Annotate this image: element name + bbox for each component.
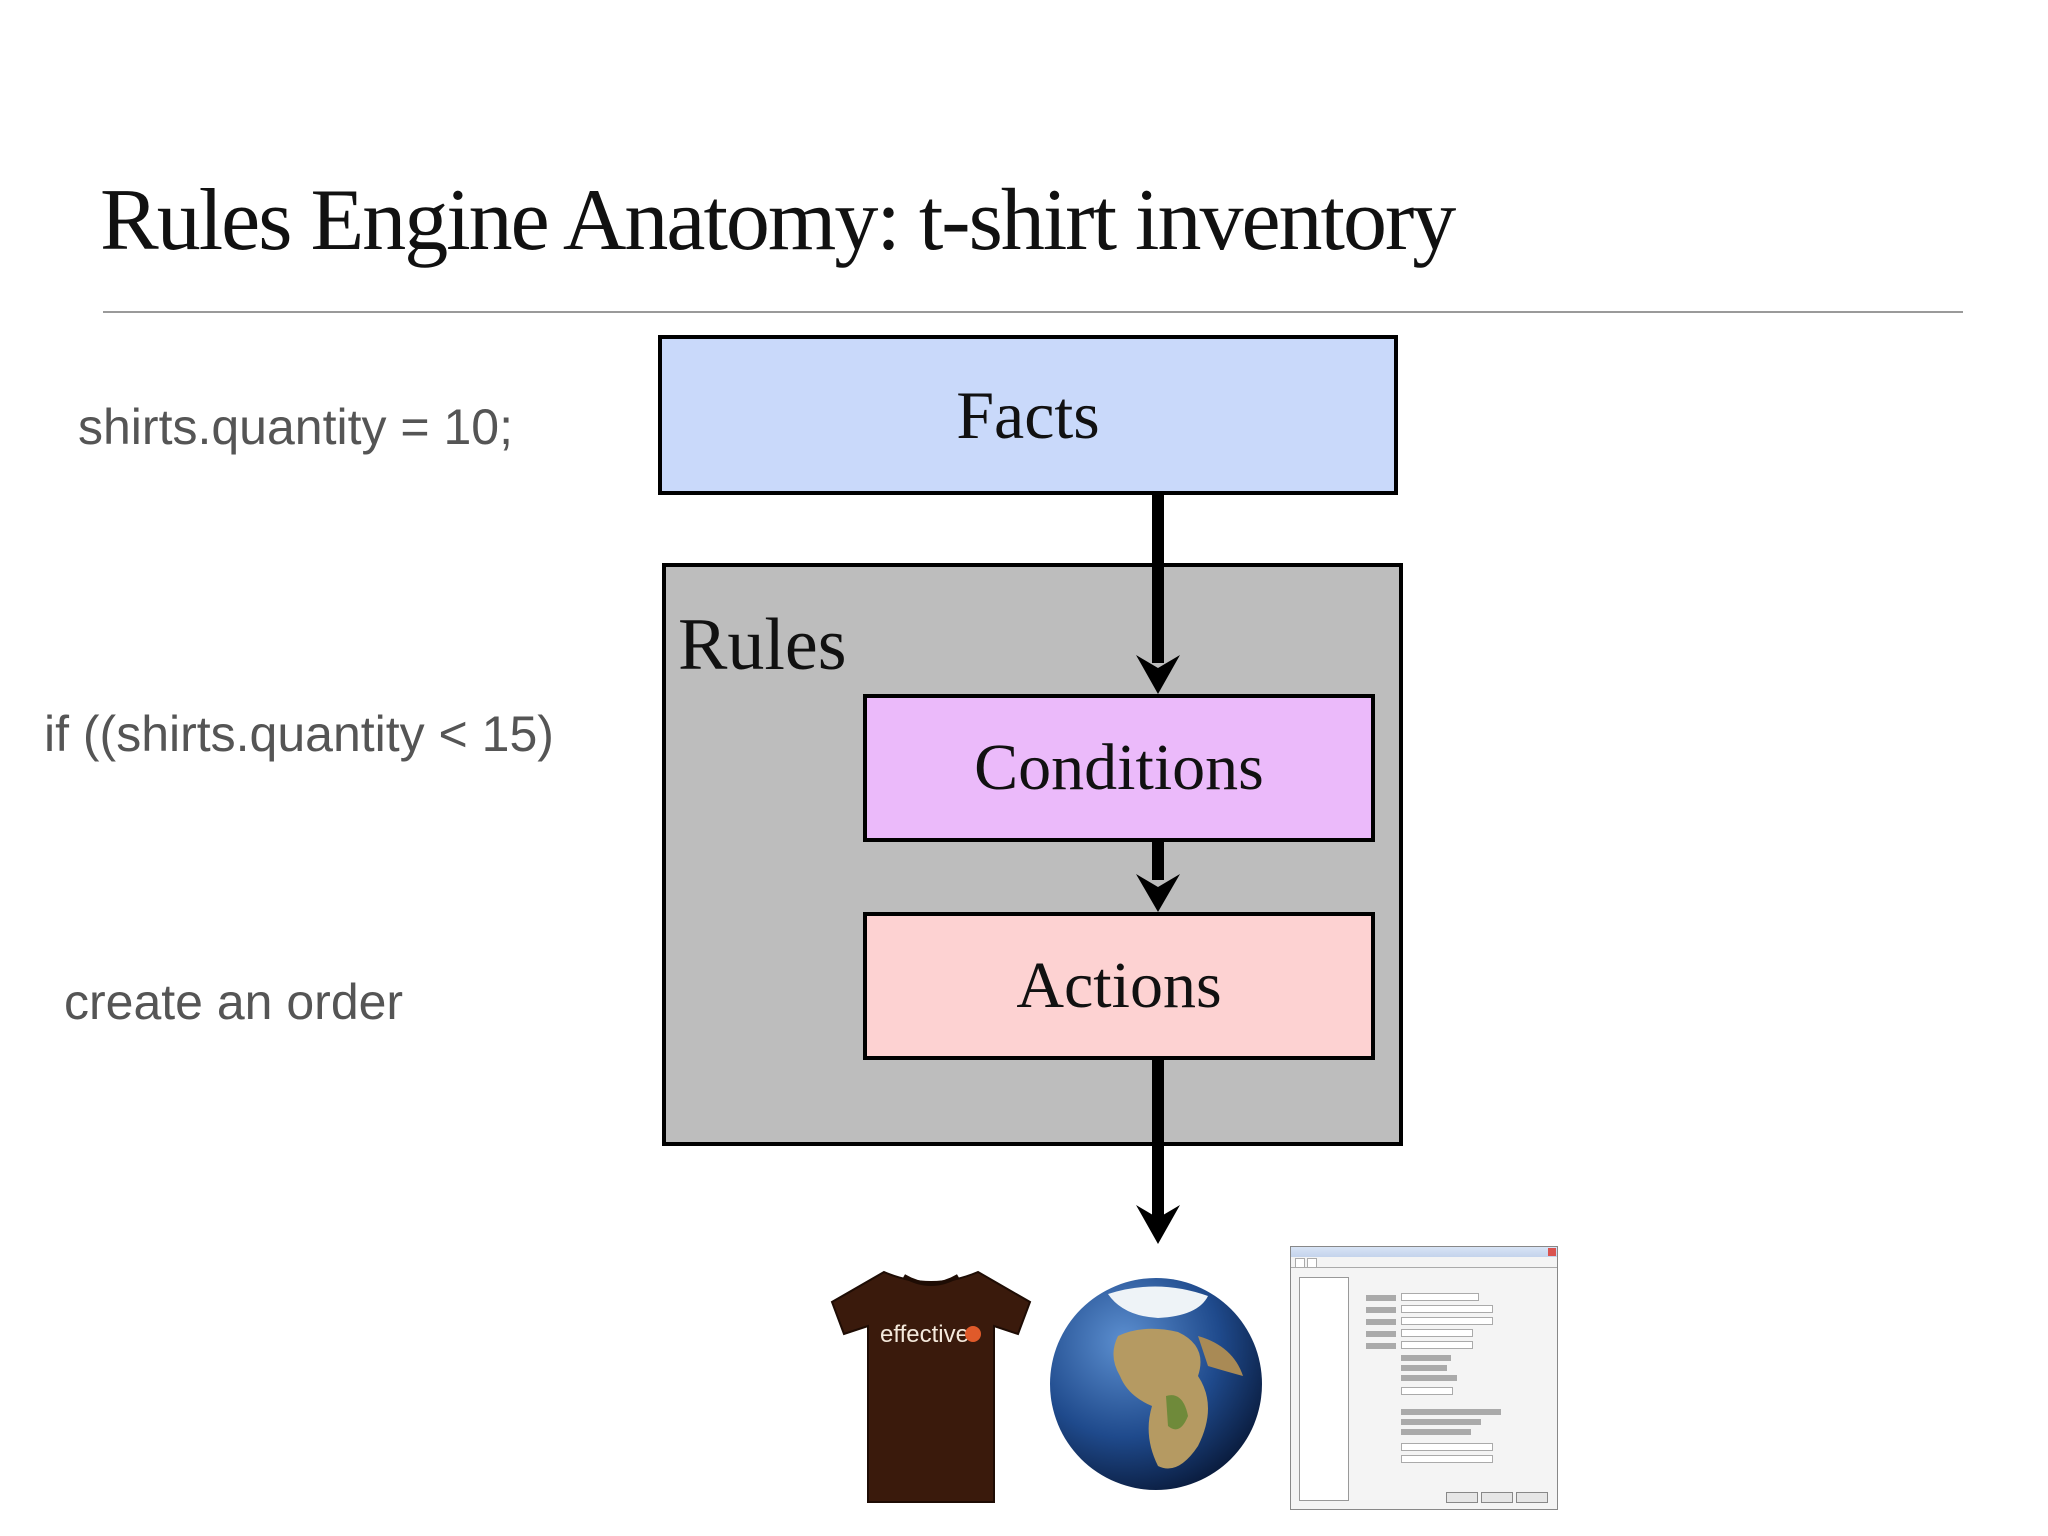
conditions-label: Conditions — [974, 731, 1264, 804]
dialog-field-label — [1366, 1307, 1396, 1313]
dialog-field-label — [1366, 1295, 1396, 1301]
actions-label: Actions — [1016, 949, 1222, 1022]
dialog-help-button — [1516, 1492, 1548, 1503]
slide-title: Rules Engine Anatomy: t-shirt inventory — [100, 172, 1456, 269]
dialog-field — [1401, 1455, 1493, 1463]
dialog-checkbox-label — [1401, 1419, 1481, 1425]
actions-box: Actions — [863, 912, 1375, 1060]
dialog-checkbox-label — [1401, 1365, 1447, 1371]
dialog-field-label — [1366, 1331, 1396, 1337]
dialog-tabs — [1291, 1257, 1557, 1268]
facts-box: Facts — [658, 335, 1398, 495]
dialog-field — [1401, 1293, 1479, 1301]
tshirt-logo-text: effective — [880, 1321, 969, 1348]
dialog-checkbox-label — [1401, 1375, 1457, 1381]
dialog-ok-button — [1446, 1492, 1478, 1503]
dialog-field — [1401, 1329, 1473, 1337]
dialog-field — [1401, 1341, 1473, 1349]
globe-image — [1050, 1278, 1262, 1490]
dialog-category-list — [1299, 1277, 1349, 1501]
tshirt-image: effective — [830, 1270, 1032, 1503]
dialog-tab — [1295, 1258, 1305, 1267]
settings-dialog-image — [1290, 1246, 1558, 1510]
dialog-button — [1401, 1387, 1453, 1395]
title-divider — [103, 311, 1963, 313]
dialog-field-label — [1366, 1343, 1396, 1349]
dialog-tab — [1306, 1258, 1317, 1267]
conditions-box: Conditions — [863, 694, 1375, 842]
close-icon — [1548, 1248, 1556, 1256]
dialog-checkbox-label — [1401, 1409, 1501, 1415]
dialog-titlebar — [1291, 1247, 1557, 1257]
facts-code-label: shirts.quantity = 10; — [78, 399, 513, 455]
dialog-field — [1401, 1305, 1493, 1313]
dialog-field — [1401, 1443, 1493, 1451]
dialog-cancel-button — [1481, 1492, 1513, 1503]
dialog-field-label — [1366, 1319, 1396, 1325]
dialog-checkbox-label — [1401, 1429, 1471, 1435]
rules-label: Rules — [678, 604, 847, 686]
dialog-field — [1401, 1317, 1493, 1325]
facts-label: Facts — [956, 376, 1100, 453]
action-code-label: create an order — [64, 974, 404, 1030]
condition-code-label: if ((shirts.quantity < 15) — [44, 706, 554, 762]
dialog-checkbox-label — [1401, 1355, 1451, 1361]
